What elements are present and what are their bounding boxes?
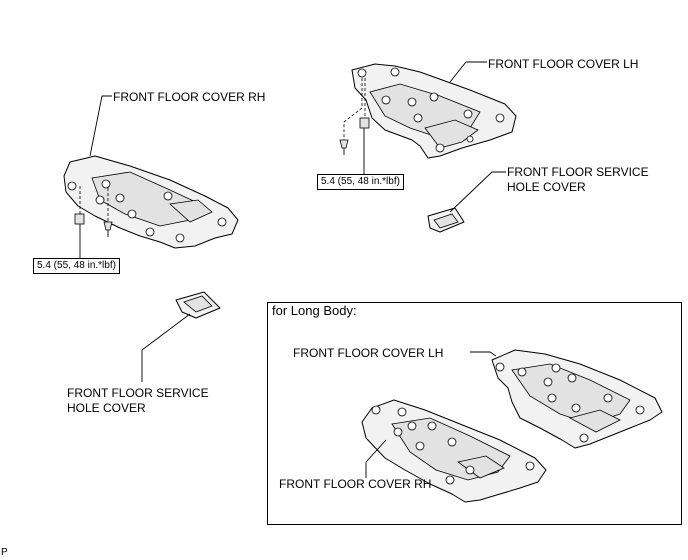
front-floor-cover-rh-label: FRONT FLOOR COVER RH (113, 90, 266, 104)
long-body-cover-lh-label: FRONT FLOOR COVER LH (293, 346, 444, 360)
front-floor-cover-rh-part (63, 155, 239, 249)
torque-spec-right: 5.4 (55, 48 in.*lbf) (317, 174, 404, 190)
long-body-inset-frame (267, 302, 682, 525)
service-hole-cover-left-part (175, 291, 221, 319)
front-floor-cover-lh-label: FRONT FLOOR COVER LH (488, 57, 639, 71)
clip-icon-lh-1 (339, 139, 349, 155)
clip-icon-rh-1 (103, 221, 113, 237)
bolt-icon-rh-1 (74, 213, 85, 225)
service-hole-cover-right-part (427, 207, 465, 233)
long-body-title: for Long Body: (272, 303, 357, 318)
long-body-cover-rh-part (361, 399, 547, 503)
torque-spec-left: 5.4 (55, 48 in.*lbf) (33, 258, 120, 274)
service-hole-cover-left-label-line1: FRONT FLOOR SERVICE (67, 386, 209, 400)
service-hole-cover-right-label-line2: HOLE COVER (507, 180, 586, 194)
service-hole-cover-right-label-line1: FRONT FLOOR SERVICE (507, 165, 649, 179)
service-hole-cover-left-label-line2: HOLE COVER (67, 401, 146, 415)
front-floor-cover-lh-part (351, 63, 517, 159)
corner-mark: P (1, 547, 8, 558)
long-body-cover-rh-label: FRONT FLOOR COVER RH (279, 477, 432, 491)
bolt-icon-lh-1 (359, 117, 370, 136)
long-body-cover-lh-part (491, 349, 663, 449)
